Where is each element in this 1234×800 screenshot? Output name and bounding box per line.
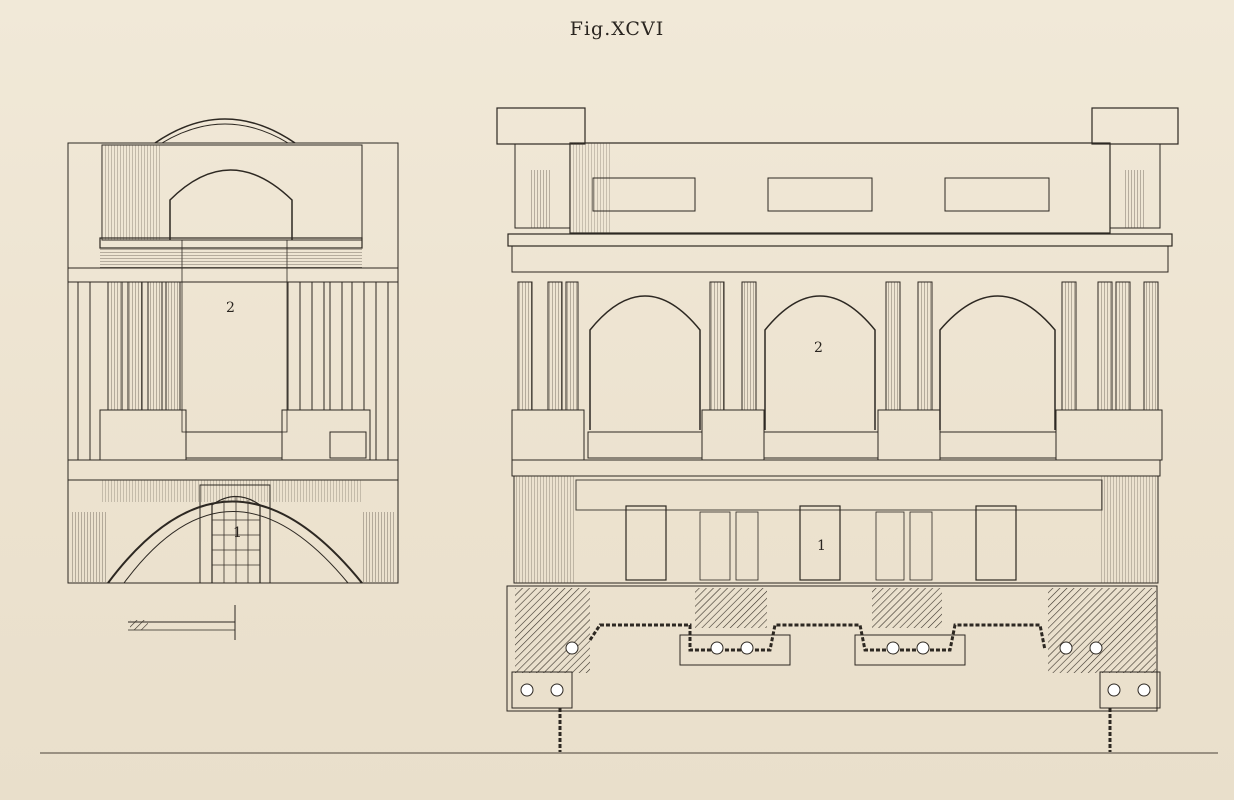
left-lower-label: 1 <box>233 525 242 541</box>
right-lower-label: 1 <box>817 538 826 554</box>
left-upper-label: 2 <box>226 300 235 316</box>
figure-title: Fig.XCVI <box>569 18 665 40</box>
right-upper-label: 2 <box>814 340 823 356</box>
left-elevation: 2 1 <box>67 118 399 640</box>
right-elevation: 2 1 <box>496 107 1179 752</box>
